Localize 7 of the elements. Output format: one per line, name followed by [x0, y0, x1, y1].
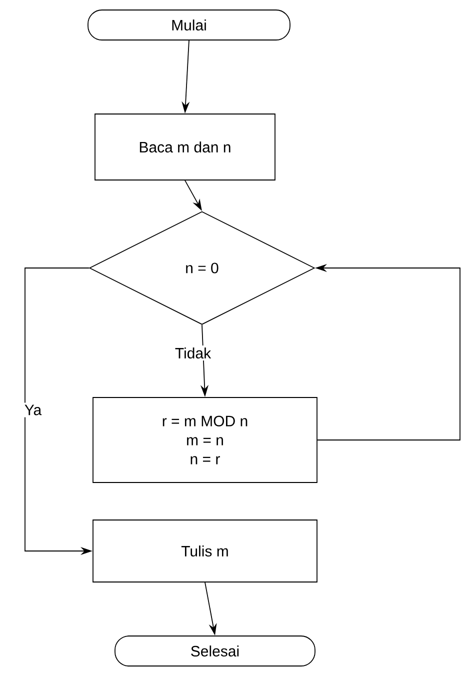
- terminal-box: Mulai: [88, 10, 290, 40]
- process-box: Baca m dan n: [94, 114, 276, 180]
- process-box: r = m MOD n m = n n = r: [92, 397, 318, 483]
- terminal-box: Selesai: [114, 636, 316, 666]
- edge-label: Tidak: [172, 346, 214, 360]
- process-box: Tulis m: [92, 520, 318, 582]
- edge-label: Ya: [22, 402, 44, 418]
